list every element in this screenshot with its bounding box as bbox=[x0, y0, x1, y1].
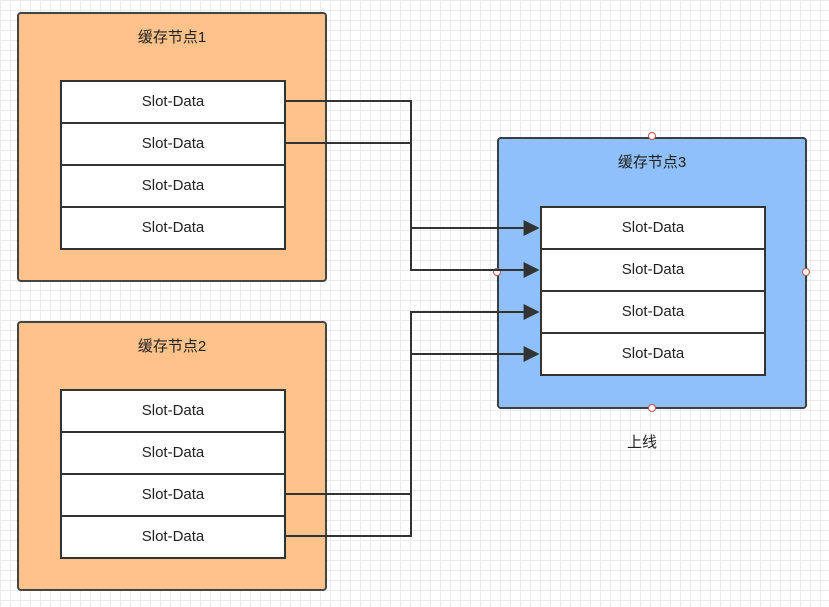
slot-table: Slot-Data Slot-Data Slot-Data Slot-Data bbox=[540, 206, 766, 376]
slot-row: Slot-Data bbox=[542, 292, 764, 334]
node-title: 缓存节点3 bbox=[617, 154, 687, 171]
cache-node-3[interactable]: 缓存节点3 Slot-Data Slot-Data Slot-Data Slot… bbox=[497, 137, 807, 409]
slot-row: Slot-Data bbox=[62, 475, 284, 517]
cache-node-1: 缓存节点1 Slot-Data Slot-Data Slot-Data Slot… bbox=[17, 12, 327, 282]
slot-row: Slot-Data bbox=[62, 124, 284, 166]
cache-node-2: 缓存节点2 Slot-Data Slot-Data Slot-Data Slot… bbox=[17, 321, 327, 591]
node-3-caption: 上线 bbox=[627, 434, 658, 451]
slot-row: Slot-Data bbox=[62, 433, 284, 475]
slot-row: Slot-Data bbox=[62, 166, 284, 208]
selection-handle-bottom[interactable] bbox=[648, 404, 656, 412]
slot-table: Slot-Data Slot-Data Slot-Data Slot-Data bbox=[60, 80, 286, 250]
node-title: 缓存节点2 bbox=[137, 338, 207, 355]
node-title: 缓存节点1 bbox=[137, 29, 207, 46]
selection-handle-top[interactable] bbox=[648, 132, 656, 140]
slot-row: Slot-Data bbox=[141, 528, 205, 545]
slot-row: Slot-Data bbox=[542, 208, 764, 250]
connector-node2-slot4-to-node3-slot4 bbox=[285, 346, 540, 537]
slot-row: Slot-Data bbox=[62, 391, 284, 433]
slot-row: Slot-Data bbox=[141, 219, 205, 236]
slot-row: Slot-Data bbox=[542, 250, 764, 292]
selection-handle-left[interactable] bbox=[493, 268, 501, 276]
slot-table: Slot-Data Slot-Data Slot-Data Slot-Data bbox=[60, 389, 286, 559]
selection-handle-right[interactable] bbox=[802, 268, 810, 276]
slot-row: Slot-Data bbox=[621, 345, 685, 362]
connector-node1-slot2-to-node3-slot2 bbox=[285, 142, 540, 278]
slot-row: Slot-Data bbox=[62, 82, 284, 124]
